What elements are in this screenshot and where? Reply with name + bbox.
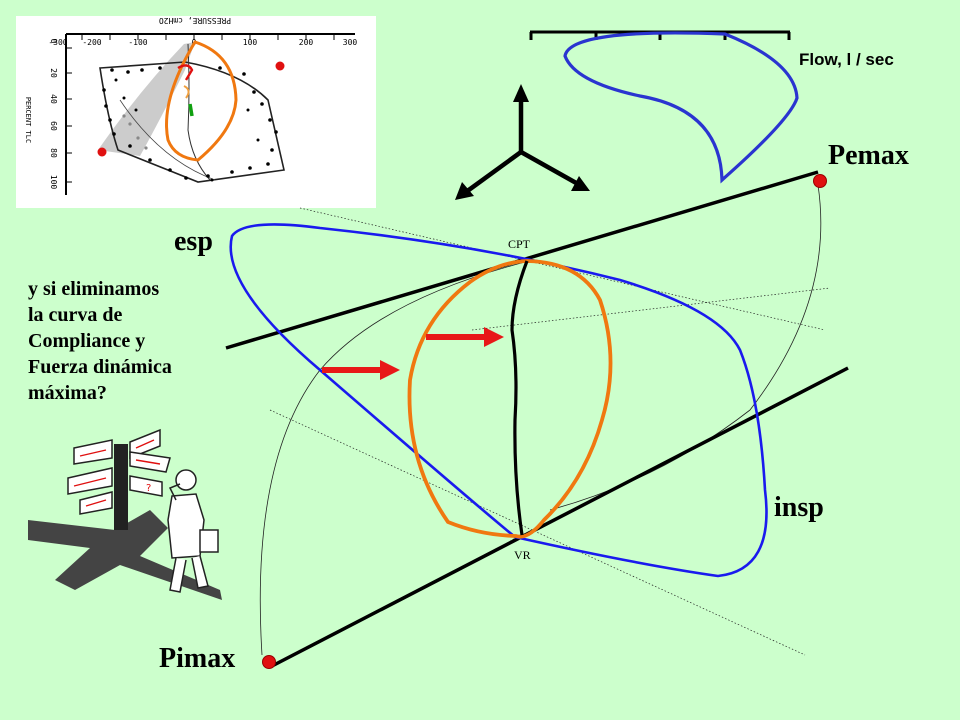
blue-flow-volume-loop <box>229 223 768 578</box>
inset-top-tick-label: -200 <box>82 38 101 47</box>
orange-pressure-volume-loop <box>407 259 613 539</box>
pimax-line <box>271 366 849 668</box>
inset-compliance-curve <box>119 99 216 181</box>
svg-text:?: ? <box>146 483 151 494</box>
guide-curve-right <box>549 184 822 511</box>
red-arrow-2 <box>426 327 504 347</box>
inset-top-ticks <box>81 34 335 40</box>
esp-label: esp <box>174 226 213 257</box>
flow-loop <box>563 31 799 184</box>
question-line: máxima? <box>28 382 107 404</box>
inset-figure: PRESSURE, cmH2O PERCENT TLC -300 -200 -1… <box>16 16 376 208</box>
inset-left-tick-labels: 0 20 40 60 80 100 <box>49 39 58 190</box>
insp-label: insp <box>774 492 824 523</box>
inset-scatter-points <box>102 66 278 182</box>
question-line: Fuerza dinámica <box>28 356 172 378</box>
guide-lines-dotted <box>269 207 831 656</box>
question-line: y si eliminamos <box>28 278 160 300</box>
inset-top-tick-label: 300 <box>343 38 358 47</box>
inset-background <box>16 16 376 208</box>
inset-pimax-point <box>97 147 107 157</box>
vr-label: VR <box>514 548 531 562</box>
inset-left-axis-title: PERCENT TLC <box>24 97 32 143</box>
inset-left-tick-label: 100 <box>49 175 58 190</box>
red-arrow-1 <box>322 360 400 380</box>
relaxation-curve <box>510 260 529 536</box>
inset-envelope-curve <box>99 61 285 183</box>
inset-top-tick-label: -300 <box>48 38 67 47</box>
inset-red-mark <box>177 64 194 81</box>
signpost-man-illustration: ? <box>28 428 222 600</box>
inset-top-axis-title: PRESSURE, cmH2O <box>159 16 231 25</box>
guide-curve-left <box>259 261 526 656</box>
inset-grey-points <box>122 114 148 150</box>
flow-graph <box>529 30 799 184</box>
flow-axis-label: Flow, l / sec <box>799 50 894 69</box>
inset-top-tick-label: -100 <box>128 38 147 47</box>
pemax-label: Pemax <box>828 140 909 171</box>
inset-top-tick-label: 100 <box>243 38 258 47</box>
cpt-label: CPT <box>508 237 531 251</box>
inset-top-tick-label: 200 <box>299 38 314 47</box>
inset-left-tick-label: 60 <box>49 121 58 131</box>
pemax-point <box>813 174 827 188</box>
inset-inner-curve <box>187 43 211 181</box>
question-text: y si eliminamos la curva de Compliance y… <box>28 276 238 406</box>
inset-shaded-area <box>98 42 195 156</box>
axes-symbol <box>455 84 590 200</box>
inset-left-ticks <box>66 47 72 183</box>
inset-left-tick-label: 80 <box>49 148 58 158</box>
inset-pemax-point <box>275 61 285 71</box>
pimax-label: Pimax <box>159 643 236 674</box>
inset-left-tick-label: 20 <box>49 68 58 78</box>
inset-left-tick-label: 0 <box>49 39 58 44</box>
inset-orange-mark <box>183 85 190 99</box>
inset-green-mark <box>188 103 194 117</box>
inset-left-tick-label: 40 <box>49 94 58 104</box>
question-line: la curva de <box>28 304 123 326</box>
question-line: Compliance y <box>28 330 146 352</box>
inset-orange-loop <box>165 40 238 162</box>
pimax-point <box>262 655 276 669</box>
